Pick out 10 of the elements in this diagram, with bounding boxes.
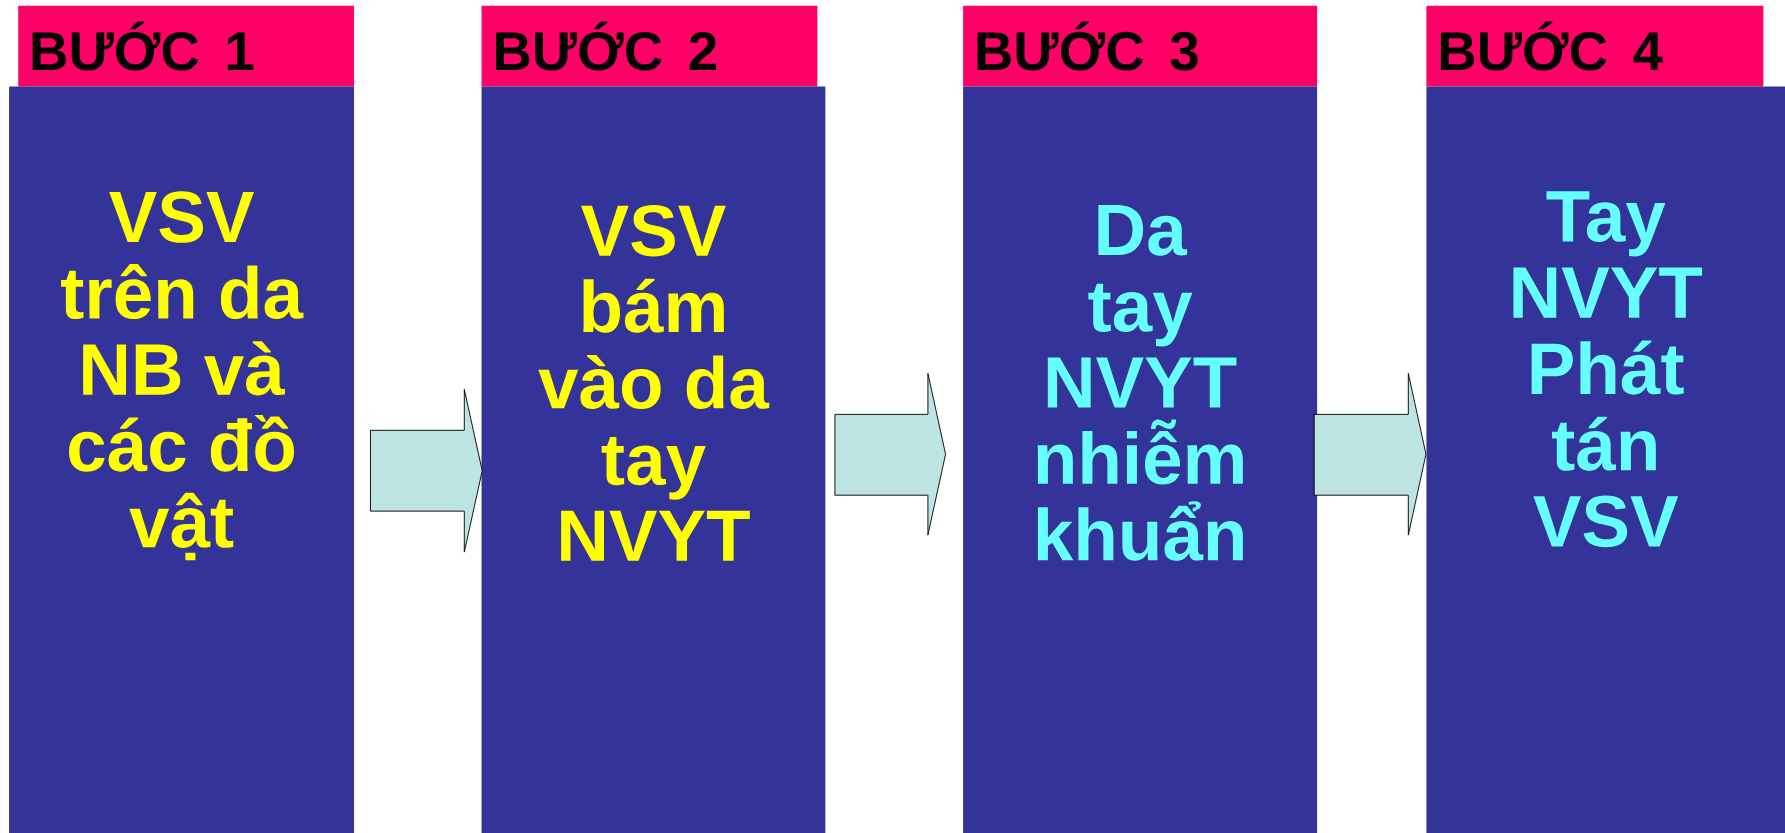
step-box: Tay NVYT Phát tán VSV <box>1426 86 1785 833</box>
step-box: Da tay NVYT nhiễm khuẩn <box>963 86 1318 833</box>
step-tab: BƯỚC 1 <box>18 5 355 87</box>
step-box: VSV trên da NB và các đồ vật <box>9 86 355 833</box>
step-tab: BƯỚC 3 <box>963 5 1318 87</box>
step-box: VSV bám vào da tay NVYT <box>481 86 826 833</box>
block-arrow <box>1313 372 1427 536</box>
step-tab: BƯỚC 4 <box>1426 5 1764 87</box>
block-arrow <box>370 388 483 553</box>
step-tab: BƯỚC 2 <box>481 5 818 87</box>
